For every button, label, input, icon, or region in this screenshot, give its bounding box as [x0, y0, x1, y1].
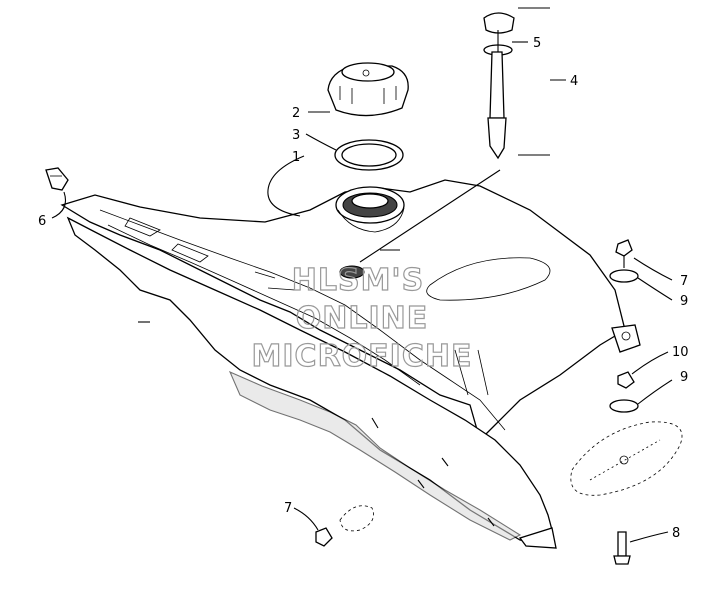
- nut-lower: [315, 505, 374, 547]
- cap-gasket: [334, 139, 404, 171]
- nut-10: [617, 371, 635, 389]
- watermark: HLSM'S ONLINE MICROFICHE: [251, 262, 473, 374]
- callout-9-upper: 9: [680, 294, 688, 309]
- clip: [45, 167, 69, 191]
- bolt: [613, 531, 631, 565]
- callout-6: 6: [38, 214, 46, 229]
- callout-2: 2: [292, 106, 300, 121]
- callout-10: 10: [672, 345, 689, 360]
- callout-9-lower: 9: [680, 370, 688, 385]
- watermark-line-3: MICROFICHE: [252, 339, 473, 374]
- callout-5: 5: [533, 36, 541, 51]
- watermark-line-2: ONLINE: [296, 301, 429, 336]
- mount-plate: [570, 421, 683, 496]
- watermark-line-1: HLSM'S: [292, 263, 424, 298]
- callout-7-upper: 7: [680, 274, 688, 289]
- callout-1: 1: [292, 150, 300, 165]
- leader-lines: [51, 7, 673, 543]
- fuel-cap: [327, 62, 409, 117]
- fuel-tank: [60, 179, 641, 549]
- callouts: 2 3 1 5 4 6 7 9 10 9 8 7: [38, 36, 689, 541]
- callout-3: 3: [292, 128, 300, 143]
- washer-upper: [609, 269, 639, 283]
- callout-7-lower: 7: [284, 501, 292, 516]
- nut-upper: [615, 239, 633, 268]
- callout-4: 4: [570, 74, 578, 89]
- washer-lower: [609, 399, 639, 413]
- callout-8: 8: [672, 526, 680, 541]
- fuel-gauge-sender: [483, 12, 515, 160]
